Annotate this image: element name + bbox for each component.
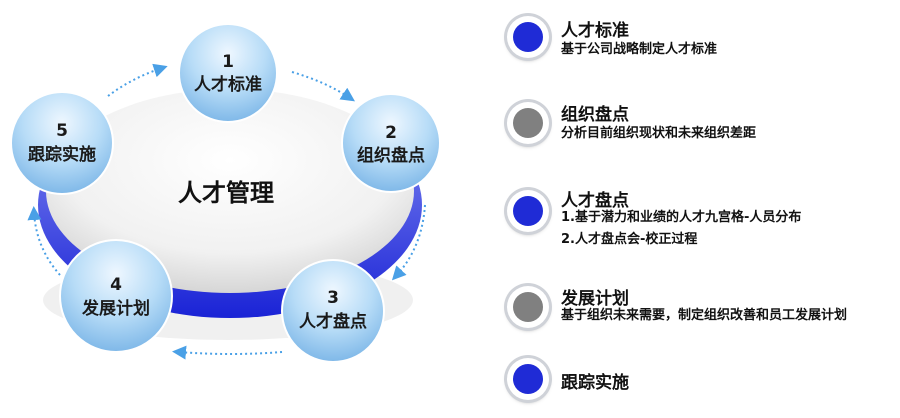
node-talent-review: 3 人才盘点 (281, 259, 385, 363)
arrow-5-to-1 (107, 63, 168, 97)
node-number: 1 (222, 52, 234, 72)
legend-title: 跟踪实施 (561, 373, 629, 393)
legend-desc-line: 分析目前组织现状和未来组织差距 (561, 126, 757, 141)
legend-desc-line: 2.人才盘点会-校正过程 (561, 232, 698, 247)
cycle-disc (46, 89, 414, 293)
legend-title: 人才标准 (561, 21, 629, 41)
node-label: 跟踪实施 (28, 144, 96, 165)
arrow-4-to-5 (27, 206, 61, 276)
arrow-2-to-3 (391, 204, 426, 281)
legend-title: 组织盘点 (561, 105, 629, 125)
node-number: 4 (110, 275, 122, 295)
node-talent-standard: 1 人才标准 (178, 23, 278, 123)
blue-dot-icon (507, 16, 549, 58)
node-label: 发展计划 (81, 298, 150, 319)
talent-cycle-diagram: 人才管理 1 人才标准 2 组织盘点 3 人才盘点 4 发展计划 5 跟踪实施 (10, 23, 441, 363)
blue-dot-icon (507, 190, 549, 232)
center-title: 人才管理 (178, 179, 274, 207)
node-tracking-implementation: 5 跟踪实施 (10, 91, 114, 195)
legend-desc-line: 基于公司战略制定人才标准 (561, 42, 718, 57)
legend-title: 人才盘点 (561, 191, 629, 211)
gray-dot-icon (507, 286, 549, 328)
legend-desc-line: 1.基于潜力和业绩的人才九宫格-人员分布 (561, 210, 802, 225)
node-number: 5 (56, 121, 68, 141)
node-org-review: 2 组织盘点 (341, 93, 441, 193)
arrow-1-to-2 (291, 71, 355, 102)
node-number: 2 (385, 123, 397, 143)
node-label: 人才盘点 (299, 311, 367, 332)
node-label: 组织盘点 (357, 145, 425, 166)
gray-dot-icon (507, 102, 549, 144)
node-number: 3 (327, 288, 339, 308)
node-development-plan: 4 发展计划 (59, 239, 173, 353)
node-label: 人才标准 (194, 74, 262, 95)
arrow-3-to-4 (172, 345, 283, 360)
legend-title: 发展计划 (561, 289, 629, 309)
blue-dot-icon (507, 358, 549, 400)
legend-desc-line: 基于组织未来需要，制定组织改善和员工发展计划 (561, 308, 848, 323)
